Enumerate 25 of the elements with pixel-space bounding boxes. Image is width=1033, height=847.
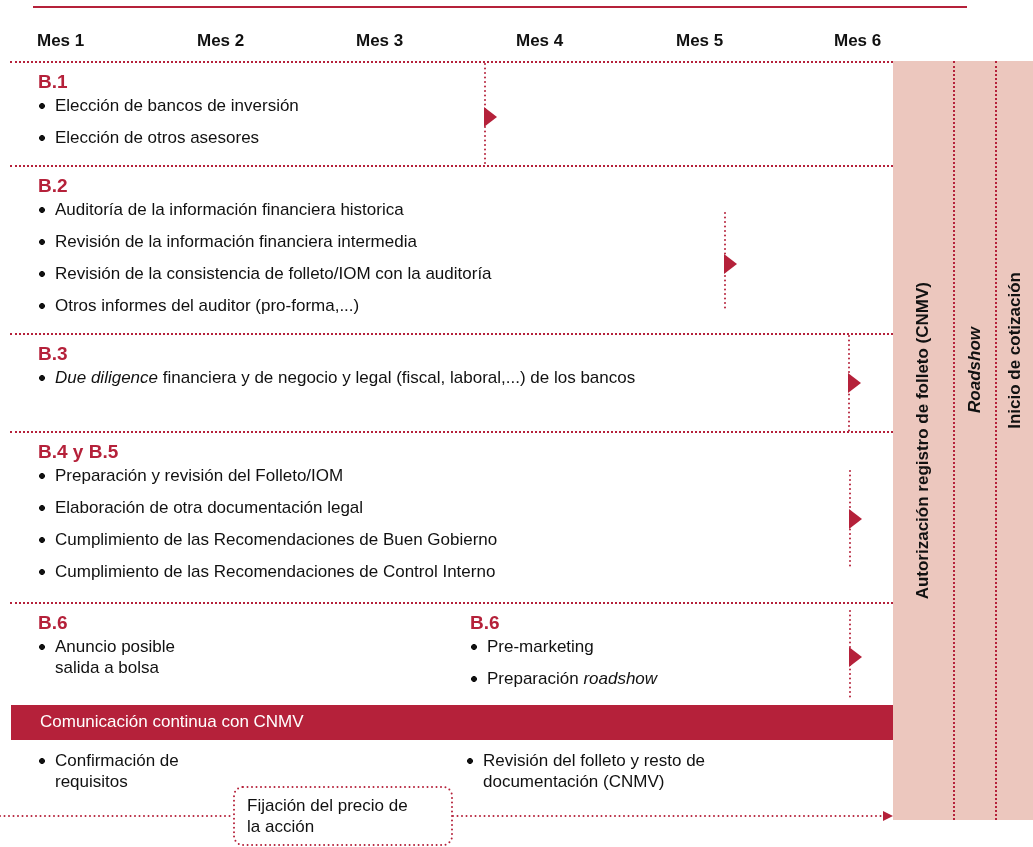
banner-bar bbox=[11, 705, 893, 740]
task-band bbox=[10, 333, 893, 431]
month-label: Mes 5 bbox=[676, 31, 724, 51]
milestone-column bbox=[893, 61, 953, 820]
section-heading: B.2 bbox=[38, 175, 69, 197]
milestone-column bbox=[953, 61, 995, 820]
section-heading: B.3 bbox=[38, 343, 69, 365]
column-label: Inicio de cotización bbox=[1005, 271, 1025, 429]
month-label: Mes 4 bbox=[516, 31, 564, 51]
milestone-column bbox=[995, 61, 1033, 820]
month-label: Mes 1 bbox=[37, 31, 85, 51]
note-box bbox=[233, 786, 453, 846]
column-label: Roadshow bbox=[965, 327, 985, 413]
banner-text: Comunicación continua con CNMV bbox=[40, 711, 304, 732]
section-heading: B.1 bbox=[38, 71, 69, 93]
connector-arrow bbox=[452, 811, 894, 821]
month-label: Mes 3 bbox=[356, 31, 404, 51]
task-band bbox=[10, 61, 893, 165]
month-label: Mes 2 bbox=[197, 31, 245, 51]
note-text: Fijación del precio de la acción bbox=[247, 795, 409, 837]
section-heading: B.4 y B.5 bbox=[38, 441, 120, 463]
month-label: Mes 6 bbox=[834, 31, 882, 51]
section-heading: B.6 bbox=[470, 612, 501, 634]
column-label: Autorización registro de folleto (CNMV) bbox=[913, 281, 933, 599]
section-heading: B.6 bbox=[38, 612, 69, 634]
